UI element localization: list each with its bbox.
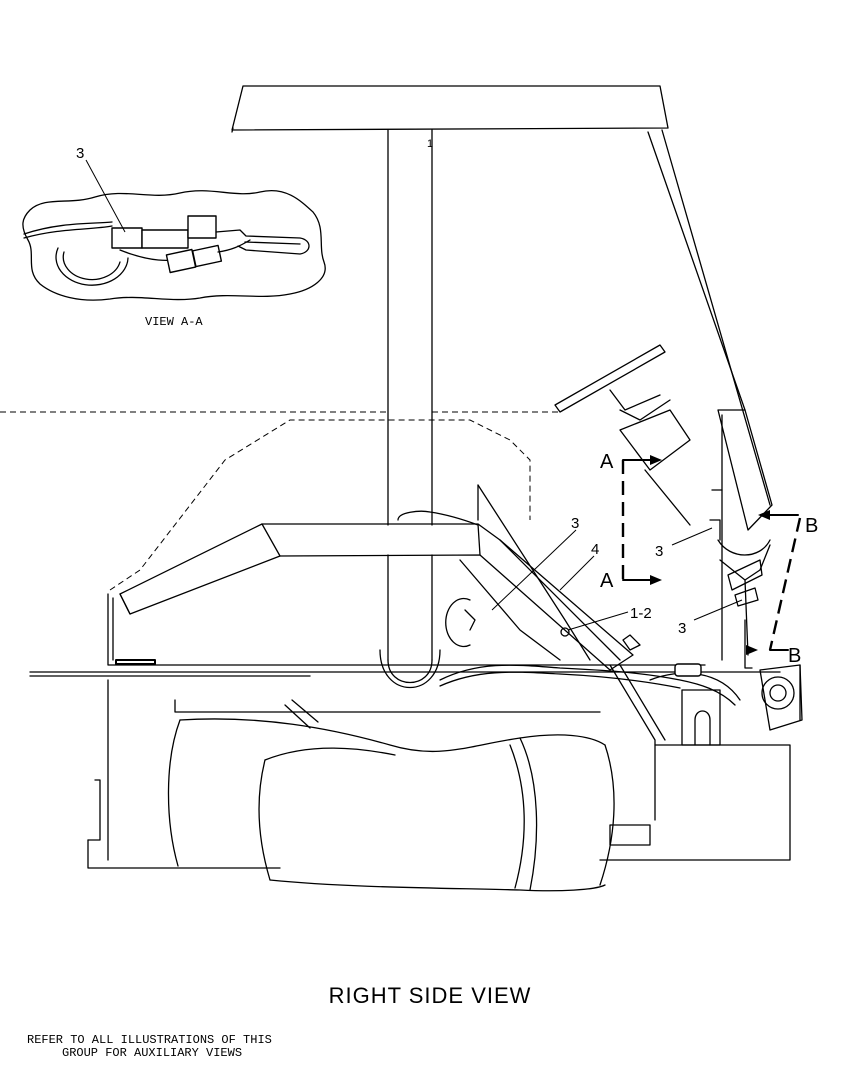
inset-view-a-a: 3 VIEW A-A (22, 145, 326, 329)
section-a-a-marker: A A (600, 451, 662, 592)
lower-chassis (167, 663, 803, 892)
callout-3-upper-right: 3 (655, 543, 663, 560)
inset-callout-3: 3 (76, 145, 84, 162)
section-label-b-bottom: B (788, 645, 801, 667)
reference-note-line-2: GROUP FOR AUXILIARY VIEWS (62, 1046, 242, 1060)
reference-note-line-1: REFER TO ALL ILLUSTRATIONS OF THIS (27, 1033, 272, 1047)
section-b-b-marker: B B (746, 510, 818, 667)
inset-caption: VIEW A-A (145, 315, 203, 329)
section-label-a-bottom: A (600, 570, 614, 592)
dash-panel (709, 409, 773, 669)
main-callouts: 3 4 1-2 3 3 (491, 515, 743, 637)
callout-3-console: 3 (571, 515, 579, 532)
fender-platform (29, 593, 781, 869)
callout-4: 4 (591, 541, 599, 558)
section-label-b-top: B (805, 515, 818, 537)
hood-hidden-outline (0, 411, 560, 591)
view-title: RIGHT SIDE VIEW (329, 983, 532, 1008)
section-label-a-top: A (600, 451, 614, 473)
canopy: 1 (231, 85, 771, 661)
steering-wheel (554, 344, 691, 526)
console-area (397, 484, 641, 661)
callout-1-2: 1-2 (630, 605, 652, 622)
callout-3-lower-right: 3 (678, 620, 686, 637)
canopy-callout-1: 1 (427, 138, 433, 150)
handrail (119, 523, 634, 688)
